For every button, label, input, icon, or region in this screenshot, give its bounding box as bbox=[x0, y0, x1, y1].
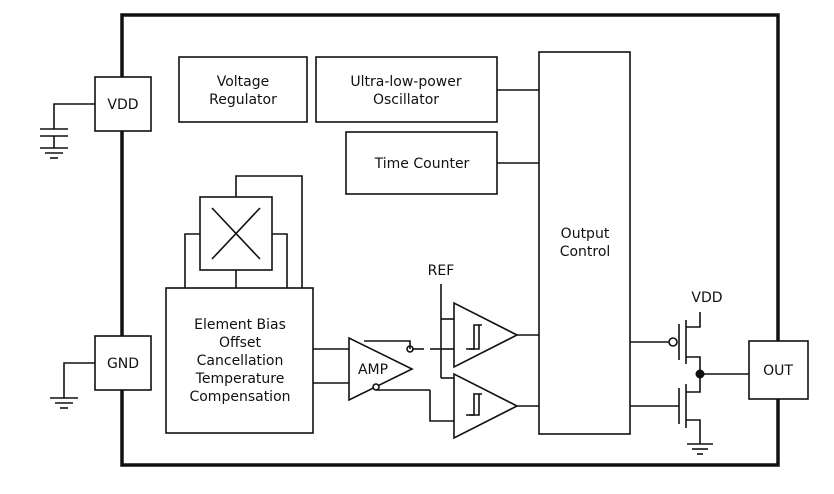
ground-symbol-icon bbox=[50, 397, 78, 409]
chip-outline bbox=[120, 13, 780, 467]
output-control-line-2: Control bbox=[560, 244, 611, 260]
comparator-lower bbox=[453, 372, 519, 440]
sensor-frontend-line-5: Compensation bbox=[189, 389, 290, 405]
sensor-frontend-line-2: Offset bbox=[219, 335, 262, 351]
amp-triangle bbox=[348, 336, 414, 402]
amp-output-bubble bbox=[372, 383, 380, 391]
sensor-frontend-line-1: Element Bias bbox=[194, 317, 286, 333]
voltage-regulator-line-1: Voltage bbox=[217, 74, 270, 90]
sensor-cross-icon bbox=[211, 207, 261, 260]
nmos-transistor bbox=[630, 374, 701, 444]
oscillator-block bbox=[315, 56, 498, 123]
voltage-regulator-block bbox=[178, 56, 308, 123]
oscillator-line-1: Ultra-low-power bbox=[350, 74, 461, 90]
hysteresis-icon bbox=[469, 325, 480, 350]
hysteresis-icon bbox=[469, 394, 480, 416]
gnd-pin bbox=[94, 335, 152, 391]
ref-wires bbox=[440, 284, 454, 379]
out-pin bbox=[748, 340, 809, 400]
time-counter-label: Time Counter bbox=[374, 156, 470, 172]
ground-symbol-icon bbox=[40, 147, 68, 159]
sensor-element-wires bbox=[184, 175, 303, 288]
output-control-line-1: Output bbox=[561, 226, 610, 242]
time-counter-block bbox=[345, 131, 498, 195]
sensor-frontend-line-3: Cancellation bbox=[197, 353, 284, 369]
output-control-block bbox=[538, 51, 631, 435]
output-vdd-label: VDD bbox=[691, 290, 722, 306]
amp-label: AMP bbox=[358, 362, 388, 378]
oscillator-line-2: Oscillator bbox=[373, 92, 439, 108]
comparator-upper bbox=[453, 301, 519, 369]
gnd-wire bbox=[63, 362, 95, 398]
amp-to-comparator-wires bbox=[364, 340, 454, 422]
pmos-transistor bbox=[630, 312, 701, 374]
sensor-frontend-line-4: Temperature bbox=[195, 371, 285, 387]
voltage-regulator-line-2: Regulator bbox=[209, 92, 277, 108]
ground-symbol-icon bbox=[687, 443, 713, 455]
gnd-pin-label: GND bbox=[107, 356, 139, 372]
vdd-decoupling-capacitor bbox=[40, 103, 95, 148]
ref-label: REF bbox=[428, 263, 455, 279]
sensor-frontend-block bbox=[165, 287, 314, 434]
vdd-pin-label: VDD bbox=[107, 97, 138, 113]
out-pin-label: OUT bbox=[763, 363, 793, 379]
